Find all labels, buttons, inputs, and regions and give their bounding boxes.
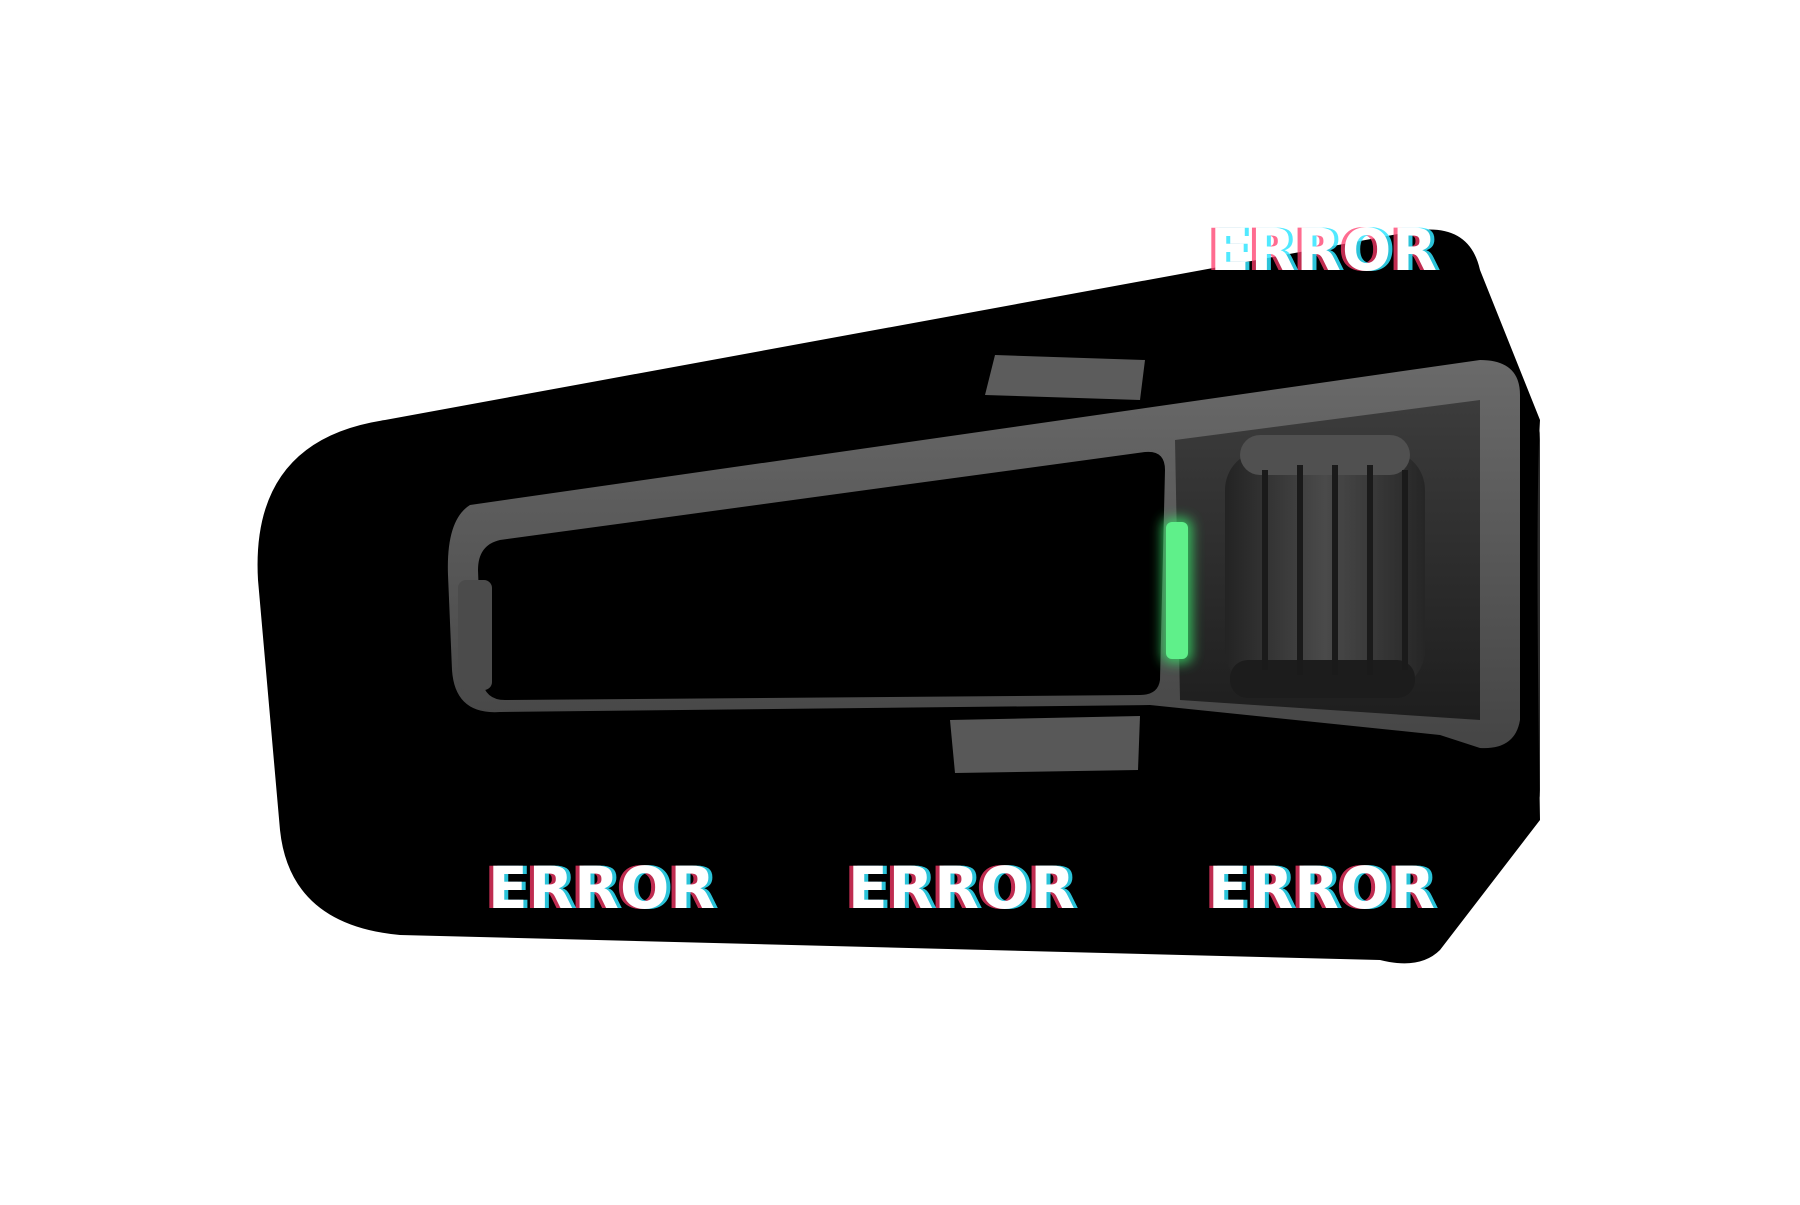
svg-text:ERROR: ERROR bbox=[1204, 854, 1432, 922]
svg-text:ERROR: ERROR bbox=[848, 854, 1076, 922]
clip-cutout bbox=[478, 451, 1165, 700]
svg-text:ERROR: ERROR bbox=[1214, 216, 1442, 284]
error-label-bottom-1: ERROR ERROR ERROR bbox=[484, 854, 720, 922]
svg-text:ERROR: ERROR bbox=[492, 854, 720, 922]
top-slide-tab bbox=[985, 355, 1145, 400]
error-label-top: ERROR ERROR ERROR bbox=[1206, 216, 1442, 284]
svg-text:ERROR: ERROR bbox=[484, 854, 712, 922]
svg-text:ERROR: ERROR bbox=[852, 854, 1080, 922]
green-led-indicator-icon bbox=[1162, 518, 1192, 663]
error-label-bottom-3: ERROR ERROR ERROR bbox=[1204, 854, 1440, 922]
svg-text:ERROR: ERROR bbox=[1208, 854, 1436, 922]
svg-text:ERROR: ERROR bbox=[488, 854, 716, 922]
svg-text:ERROR: ERROR bbox=[844, 854, 1072, 922]
clip-inner-tab bbox=[458, 580, 492, 690]
svg-text:ERROR: ERROR bbox=[1210, 216, 1438, 284]
bottom-slide-tab bbox=[950, 716, 1140, 773]
error-label-bottom-2: ERROR ERROR ERROR bbox=[844, 854, 1080, 922]
svg-text:ERROR: ERROR bbox=[1212, 854, 1440, 922]
svg-text:ERROR: ERROR bbox=[1206, 216, 1434, 284]
jog-dial-knob-icon[interactable] bbox=[1225, 435, 1425, 698]
